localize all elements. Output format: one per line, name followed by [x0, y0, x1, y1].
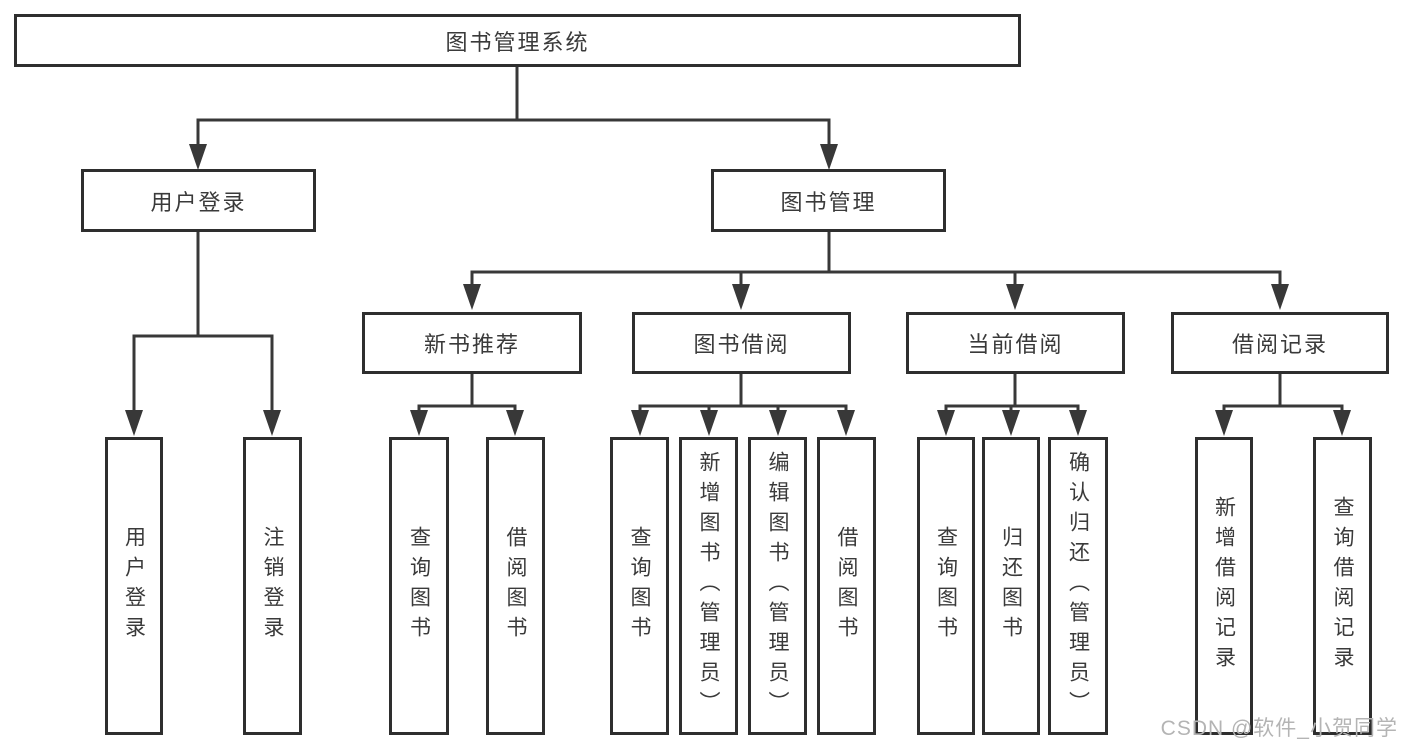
node-label: 新书推荐: [423, 332, 520, 357]
node-root-system: 图书管理系统: [14, 14, 1021, 67]
connector-new-book-recommend: [410, 374, 524, 436]
node-label: 图书借阅: [693, 332, 790, 357]
leaf-borrow-books: 借阅图书: [817, 437, 876, 735]
leaf-borrow-books-recommend: 借阅图书: [486, 437, 545, 735]
node-label: 新增借阅记录: [1212, 496, 1236, 676]
node-user-login: 用户登录: [81, 169, 316, 232]
node-label: 查询借阅记录: [1331, 496, 1354, 676]
connector-root: [189, 67, 838, 170]
node-label: 借阅记录: [1231, 332, 1328, 357]
node-book-management: 图书管理: [711, 169, 946, 232]
leaf-query-borrow-record: 查询借阅记录: [1313, 437, 1372, 735]
node-label: 借阅图书: [835, 526, 858, 646]
node-borrow-records: 借阅记录: [1171, 312, 1389, 374]
node-label: 用户登录: [122, 526, 146, 646]
node-label: 查询图书: [934, 526, 958, 646]
node-label: 图书管理: [780, 189, 877, 215]
leaf-add-books-admin: 新增图书（管理员）: [679, 437, 738, 735]
node-new-book-recommend: 新书推荐: [362, 312, 582, 374]
leaf-return-books: 归还图书: [982, 437, 1040, 735]
node-current-borrow: 当前借阅: [906, 312, 1125, 374]
node-label: 新增图书（管理员）: [697, 451, 720, 721]
node-label: 确认归还（管理员）: [1066, 451, 1090, 721]
node-label: 当前借阅: [967, 332, 1064, 357]
connector-book-borrow: [631, 374, 855, 436]
node-label: 注销登录: [261, 526, 284, 646]
connector-borrow-records: [1215, 374, 1351, 436]
leaf-query-books-current: 查询图书: [917, 437, 975, 735]
leaf-edit-books-admin: 编辑图书（管理员）: [748, 437, 807, 735]
leaf-user-login: 用户登录: [105, 437, 163, 735]
leaf-query-books-recommend: 查询图书: [389, 437, 449, 735]
node-label: 借阅图书: [504, 526, 527, 646]
csdn-watermark: CSDN @软件_小贺同学: [1160, 717, 1398, 740]
node-label: 查询图书: [628, 526, 651, 646]
connector-current-borrow: [937, 374, 1087, 436]
connector-book-management: [463, 232, 1289, 310]
node-label: 图书管理系统: [445, 29, 590, 55]
node-label: 查询图书: [407, 526, 431, 646]
node-label: 归还图书: [999, 526, 1023, 646]
connector-user-login: [125, 232, 281, 436]
leaf-confirm-return-admin: 确认归还（管理员）: [1048, 437, 1108, 735]
leaf-add-borrow-record: 新增借阅记录: [1195, 437, 1253, 735]
node-book-borrow: 图书借阅: [632, 312, 851, 374]
leaf-logout: 注销登录: [243, 437, 302, 735]
node-label: 编辑图书（管理员）: [766, 451, 789, 721]
leaf-query-books-borrow: 查询图书: [610, 437, 669, 735]
node-label: 用户登录: [150, 189, 247, 215]
